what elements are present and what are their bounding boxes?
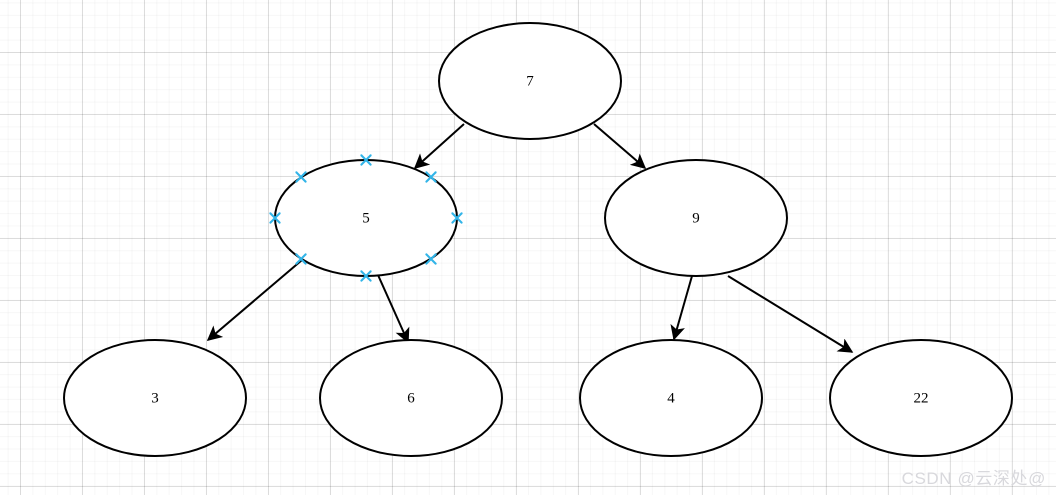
connection-handle-bottom-right-icon[interactable]	[425, 253, 437, 265]
node-shape-7[interactable]	[438, 22, 622, 140]
node-4[interactable]: 4	[579, 339, 763, 457]
csdn-watermark: CSDN @云深处@	[901, 469, 1046, 488]
node-9[interactable]: 9	[604, 159, 788, 277]
node-shape-22[interactable]	[829, 339, 1013, 457]
handle-stroke	[425, 171, 437, 183]
node-shape-3[interactable]	[63, 339, 247, 457]
node-6[interactable]: 6	[319, 339, 503, 457]
edges-layer	[206, 123, 854, 353]
handle-stroke	[425, 253, 437, 265]
node-label-9: 9	[692, 210, 700, 226]
connection-handle-bottom-icon[interactable]	[360, 270, 372, 282]
handle-stroke	[360, 270, 372, 282]
node-label-22: 22	[914, 390, 929, 406]
connection-handle-top-icon[interactable]	[360, 154, 372, 166]
connection-handle-top-left-icon[interactable]	[295, 171, 307, 183]
selection-handles[interactable]	[269, 154, 463, 282]
connection-handle-top-right-icon[interactable]	[425, 171, 437, 183]
handle-stroke	[451, 212, 463, 224]
handle-stroke	[269, 212, 281, 224]
node-label-6: 6	[407, 390, 415, 406]
edge-n9-to-n4[interactable]	[670, 275, 693, 341]
edge-n7-to-n5[interactable]	[413, 123, 465, 170]
handle-stroke	[295, 253, 307, 265]
node-3[interactable]: 3	[63, 339, 247, 457]
node-label-7: 7	[526, 73, 534, 89]
handle-stroke	[295, 171, 307, 183]
edge-n5-to-n3[interactable]	[206, 259, 303, 341]
edge-n9-to-n22[interactable]	[727, 275, 854, 353]
node-shape-9[interactable]	[604, 159, 788, 277]
node-label-5: 5	[362, 210, 370, 226]
node-label-3: 3	[151, 390, 159, 406]
node-shape-4[interactable]	[579, 339, 763, 457]
nodes-layer: 7 5 9 3 6 4 22	[63, 22, 1013, 457]
edge-n5-to-n6[interactable]	[377, 274, 410, 344]
node-label-4: 4	[667, 390, 675, 406]
handle-stroke	[360, 154, 372, 166]
connection-handle-bottom-left-icon[interactable]	[295, 253, 307, 265]
node-shape-6[interactable]	[319, 339, 503, 457]
edge-n7-to-n9[interactable]	[593, 123, 647, 169]
connection-handle-left-icon[interactable]	[269, 212, 281, 224]
node-22[interactable]: 22	[829, 339, 1013, 457]
node-7[interactable]: 7	[438, 22, 622, 140]
connection-handle-right-icon[interactable]	[451, 212, 463, 224]
